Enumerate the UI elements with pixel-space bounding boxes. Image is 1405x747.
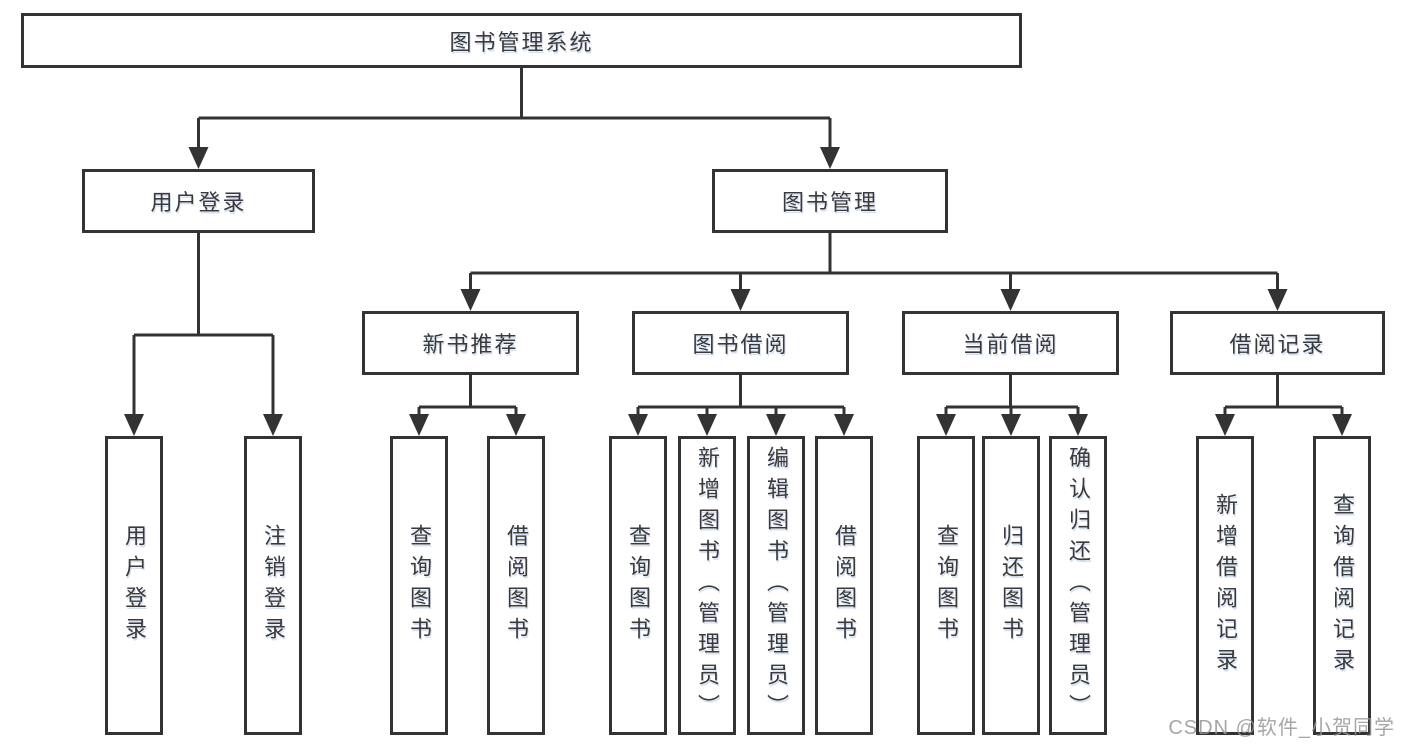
node-label: 归还图书 <box>999 523 1024 648</box>
node-book-management: 图书管理 <box>712 169 948 233</box>
connector-borrow-record-branch <box>1215 375 1352 436</box>
node-label: 图书管理系统 <box>449 29 594 55</box>
node-leaf-add-borrow-record: 新增借阅记录 <box>1196 436 1254 735</box>
node-new-book-recommend: 新书推荐 <box>362 311 579 375</box>
node-leaf-return-book: 归还图书 <box>982 436 1040 735</box>
node-label: 当前借阅 <box>962 332 1059 357</box>
node-leaf-query-book-3: 查询图书 <box>917 436 975 735</box>
node-label: 确认归还（管理员） <box>1066 446 1091 725</box>
node-root-system: 图书管理系统 <box>21 13 1022 68</box>
csdn-watermark: CSDN @软件_小贺同学 <box>1168 717 1395 739</box>
node-label: 借阅图书 <box>832 523 857 648</box>
node-user-login: 用户登录 <box>82 169 315 233</box>
node-label: 图书管理 <box>781 190 878 215</box>
node-label: 查询图书 <box>407 523 432 648</box>
node-label: 借阅图书 <box>504 523 529 648</box>
node-leaf-add-book-admin: 新增图书（管理员） <box>678 436 736 735</box>
node-label: 查询图书 <box>934 523 959 648</box>
node-leaf-confirm-return-admin: 确认归还（管理员） <box>1049 436 1107 735</box>
node-label: 图书借阅 <box>692 332 789 357</box>
node-leaf-borrow-book-2: 借阅图书 <box>815 436 873 735</box>
node-label: 用户登录 <box>122 523 147 648</box>
node-label: 注销登录 <box>261 523 286 648</box>
node-leaf-query-borrow-record: 查询借阅记录 <box>1313 436 1371 735</box>
node-label: 用户登录 <box>150 190 247 215</box>
node-label: 新书推荐 <box>422 332 519 357</box>
node-leaf-edit-book-admin: 编辑图书（管理员） <box>747 436 805 735</box>
node-leaf-query-book-2: 查询图书 <box>609 436 667 735</box>
node-label: 新增图书（管理员） <box>695 446 720 725</box>
node-borrow-records: 借阅记录 <box>1170 311 1385 375</box>
connector-book-mgmt-branch <box>460 233 1288 311</box>
node-leaf-query-book-1: 查询图书 <box>390 436 448 735</box>
node-label: 借阅记录 <box>1229 332 1326 357</box>
node-label: 查询图书 <box>626 523 651 648</box>
node-leaf-user-login: 用户登录 <box>105 436 163 735</box>
node-leaf-borrow-book-1: 借阅图书 <box>487 436 545 735</box>
node-current-borrow: 当前借阅 <box>902 311 1119 375</box>
node-label: 新增借阅记录 <box>1213 492 1238 679</box>
connector-current-borrow-branch <box>936 375 1088 436</box>
node-leaf-logout: 注销登录 <box>244 436 302 735</box>
node-label: 查询借阅记录 <box>1330 492 1355 679</box>
connector-user-login-branch <box>124 233 283 436</box>
connector-new-book-branch <box>409 375 526 436</box>
connector-book-borrow-branch <box>628 375 854 436</box>
node-book-borrow: 图书借阅 <box>632 311 849 375</box>
connector-root-to-level1 <box>188 68 840 169</box>
node-label: 编辑图书（管理员） <box>764 446 789 725</box>
